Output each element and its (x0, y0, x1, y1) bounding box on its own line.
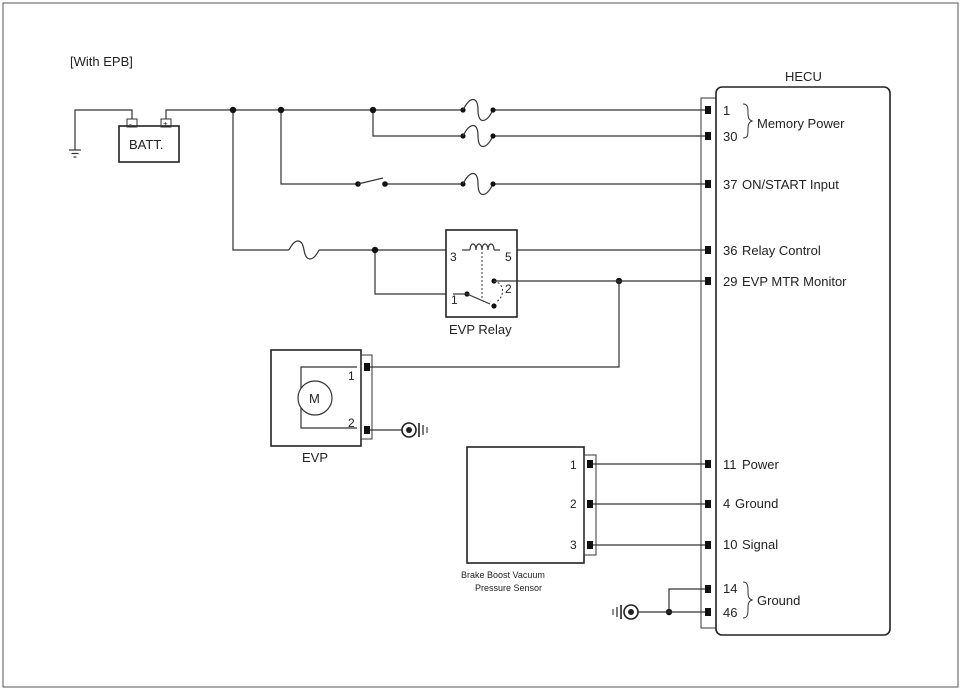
ignition-switch-icon (355, 177, 388, 187)
memory-power-brace (742, 103, 754, 139)
motor-icon: M (297, 366, 357, 429)
hecu-pin-36: 36 Relay Control (723, 243, 821, 258)
svg-text:10: 10 (723, 537, 737, 552)
fuse-memory-1-icon (460, 98, 496, 122)
fuse-relay-icon (288, 240, 320, 260)
hecu-pin-46: 46 (723, 605, 737, 620)
evp-label: EVP (302, 450, 328, 465)
relay-pin-2: 2 (505, 282, 512, 296)
battery-body (118, 125, 180, 163)
evp-relay-label: EVP Relay (449, 322, 512, 337)
evp-connector (360, 354, 373, 440)
power-bus-wires (165, 109, 707, 295)
evp-body (270, 349, 362, 447)
battery-neg-sign: - (129, 120, 132, 129)
sensor-body (466, 446, 585, 564)
sensor-pin-3: 3 (570, 538, 577, 552)
hecu-pin-14: 14 (723, 581, 737, 596)
svg-text:1: 1 (723, 103, 730, 118)
battery-label: BATT. (129, 137, 163, 152)
relay-pin-5: 5 (505, 250, 512, 264)
hecu-pin-37: 37 ON/START Input (723, 177, 839, 192)
evp-pin-1: 1 (348, 369, 355, 383)
svg-text:30: 30 (723, 129, 737, 144)
signal-label: Signal (742, 537, 778, 552)
sensor-label-line2: Pressure Sensor (475, 583, 542, 593)
svg-text:37: 37 (723, 177, 737, 192)
on-start-input-label: ON/START Input (742, 177, 839, 192)
hecu-pin-4: 4 Ground (723, 496, 778, 511)
hecu-ground-bridge (668, 588, 707, 612)
evp-relay: 3 5 1 2 EVP Relay (445, 229, 707, 337)
svg-text:11: 11 (723, 457, 737, 472)
battery: - + BATT. (118, 118, 180, 163)
svg-text:4: 4 (723, 496, 730, 511)
evp-monitor-wire (370, 281, 620, 368)
hecu: HECU 1 30 Memory Power 37 ON/START Input (700, 69, 891, 636)
fuse-memory-30-icon (460, 124, 496, 148)
relay-control-label: Relay Control (742, 243, 821, 258)
sensor-pin-1: 1 (570, 458, 577, 472)
svg-text:46: 46 (723, 605, 737, 620)
evp-ground-icon (401, 422, 428, 438)
hecu-body (715, 86, 891, 636)
ground-label: Ground (735, 496, 778, 511)
battery-ground-icon (69, 109, 133, 158)
vacuum-sensor: 1 2 3 Brake Boost Vacuum Pressure Sensor (461, 446, 597, 593)
evp-mtr-monitor-label: EVP MTR Monitor (742, 274, 847, 289)
relay-coil-icon (462, 243, 500, 298)
power-label: Power (742, 457, 780, 472)
fuse-ignition-icon (460, 172, 496, 196)
hecu-pin-10: 10 Signal (723, 537, 778, 552)
ground-brace (742, 581, 754, 619)
hecu-pin-terminals (705, 106, 711, 616)
svg-text:29: 29 (723, 274, 737, 289)
hecu-pin-29: 29 EVP MTR Monitor (723, 274, 847, 289)
evp: M 1 2 EVP (270, 349, 373, 465)
evp-pin-2: 2 (348, 416, 355, 430)
hecu-pin-30: 30 (723, 129, 737, 144)
svg-text:36: 36 (723, 243, 737, 258)
hecu-pin-1: 1 (723, 103, 730, 118)
junction-dots (229, 106, 673, 616)
sensor-connector (583, 454, 597, 556)
battery-pos-sign: + (163, 120, 168, 129)
sensor-pin-2: 2 (570, 497, 577, 511)
hecu-pin-11: 11 Power (723, 457, 780, 472)
motor-label: M (309, 391, 320, 406)
svg-text:14: 14 (723, 581, 737, 596)
relay-pin-3: 3 (450, 250, 457, 264)
memory-power-label: Memory Power (757, 116, 845, 131)
hecu-title: HECU (785, 69, 822, 84)
sensor-label-line1: Brake Boost Vacuum (461, 570, 545, 580)
hecu-ground-label: Ground (757, 593, 800, 608)
relay-pin-1: 1 (451, 293, 458, 307)
sensor-wires (593, 463, 707, 546)
variant-label: [With EPB] (70, 54, 133, 69)
hecu-ground-icon (612, 604, 639, 620)
